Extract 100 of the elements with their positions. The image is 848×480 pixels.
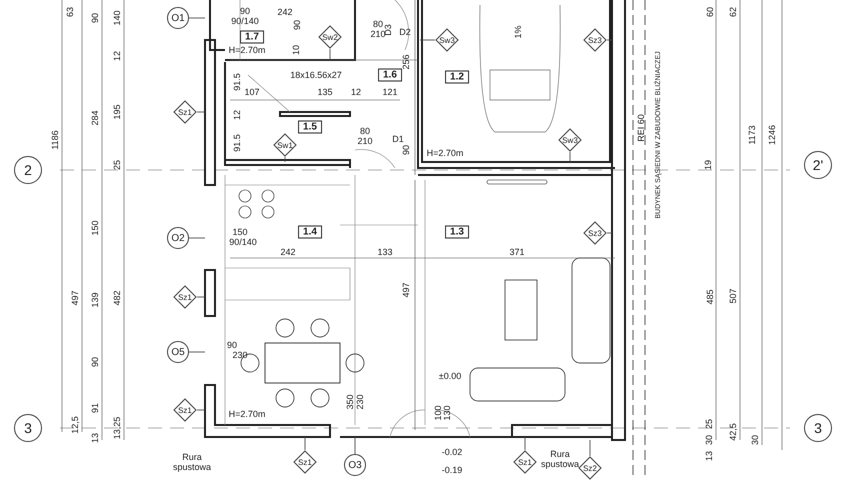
dimension-text: 25 [112,160,122,170]
grid-axis-bubble: 2' [804,151,832,179]
wall-type-tag: Sz1 [173,100,197,124]
leader-line [196,296,206,298]
dimension-text: 12 [232,110,242,120]
dimension-text: 107 [244,87,260,97]
dimension-text: 507 [728,288,738,304]
room-number: 1.5 [298,120,322,134]
dimension-text: 121 [382,87,398,97]
wall-type-tag: Sz3 [583,28,607,52]
room-number: 1.7 [240,30,264,44]
wall-type-tag: Sz1 [173,285,197,309]
dimension-text: 242 [277,7,293,17]
dimension-text: 90 [227,340,237,350]
grid-axis-bubble: 3 [804,414,832,442]
wall-type-tag: Sw3 [435,28,459,52]
wall-type-tag: Sz2 [578,456,602,480]
room-number: 1.2 [445,70,469,84]
room-number: 1.6 [378,68,402,82]
dimension-text: 139 [90,292,100,308]
dimension-text: 133 [377,247,393,257]
dimension-text: 80 [373,19,383,29]
dimension-text: 210 [357,136,373,146]
room-number: 1.3 [445,226,469,238]
pipe-note: Rura spustowa [540,449,580,469]
dimension-text: 10 [291,45,301,55]
dimension-text: 90 [401,145,411,155]
dimension-text: 1246 [767,124,777,146]
dimension-text: H=2.70m [426,148,464,158]
dimension-text: 90 [240,6,250,16]
dimension-text: 1186 [50,130,60,150]
dimension-text: 150 [90,220,100,236]
dimension-text: 90 [90,357,100,367]
dimension-text: REI 60 [636,114,646,142]
wall-type-tag: Sz1 [293,450,317,474]
wall-type-tag: Sw1 [273,133,297,157]
dimension-text: 91 [90,403,100,413]
grid-axis-bubble: 3 [14,414,42,442]
dimension-text: 13 [90,433,100,443]
leader-line [606,232,612,234]
pipe-note: Rura spustowa [172,452,212,472]
dimension-text: 497 [401,282,411,298]
leader-line [284,156,286,162]
dimension-text: 256 [401,54,411,70]
dimension-text: 150 [232,227,248,237]
wall-type-tag: Sz1 [173,398,197,422]
dimension-text: 12,5 [70,416,80,434]
dimension-text: D1 [392,134,404,144]
dimension-text: 91.5 [232,73,242,91]
dimension-text: 130 [442,405,452,421]
dimension-text: 30 [750,435,760,445]
dimension-text: 63 [65,7,75,17]
dimension-text: 242 [280,247,296,257]
dimension-text: 1173 [747,125,757,145]
window-tag: O5 [167,341,189,363]
dimension-text: 482 [112,290,122,306]
dimension-text: 230 [355,394,365,410]
dimension-text: 19 [703,160,713,170]
leader-line [304,436,306,450]
dimension-text: 90/140 [231,16,259,26]
dimension-text: 284 [90,110,100,126]
dimension-text: 485 [705,289,715,305]
window-tag: O3 [344,454,366,476]
wall-type-tag: Sz1 [513,450,537,474]
leader-line [524,436,526,450]
dimension-text: 140 [112,10,122,26]
dimension-text: H=2.70m [228,45,266,55]
pipe-note: -0.19 [440,465,464,475]
dimension-text: 90/140 [229,237,257,247]
dimension-text: 13,25 [112,416,122,440]
dimension-text: 12 [112,51,122,61]
wall-type-tag: Sz3 [583,221,607,245]
window-tag: O2 [167,227,189,249]
dimension-text: H=2.70m [228,409,266,419]
dimension-text: 12 [351,87,361,97]
dimension-text: 90 [90,13,100,23]
dimension-text: 230 [232,350,248,360]
window-tag: O1 [167,7,189,29]
dimension-text: 42,5 [728,423,738,441]
dimension-text: 210 [370,29,386,39]
dimension-text: 497 [70,290,80,306]
pipe-note: -0.02 [440,447,464,457]
dimension-text: 62 [728,7,738,17]
dimension-text: 350 [345,394,355,410]
dimension-text: 135 [317,87,333,97]
dimension-text: 91.5 [232,134,242,152]
dimension-text: 13 [704,451,714,461]
dimension-text: 18x16.56x27 [290,70,342,80]
dimension-text: 60 [705,7,715,17]
wall-type-tag: Sw3 [558,128,582,152]
room-number: 1.4 [298,226,322,238]
wall-type-tag: Sw2 [318,25,342,49]
dimension-text: 1% [513,26,523,38]
dimension-text: 371 [509,247,525,257]
dimension-text: 30 [704,435,714,445]
dimension-text: 80 [360,126,370,136]
dimension-text: D2 [399,27,411,37]
dimension-text: ±0.00 [438,371,462,381]
leader-line [354,436,356,454]
dimension-text: 25 [704,419,714,429]
